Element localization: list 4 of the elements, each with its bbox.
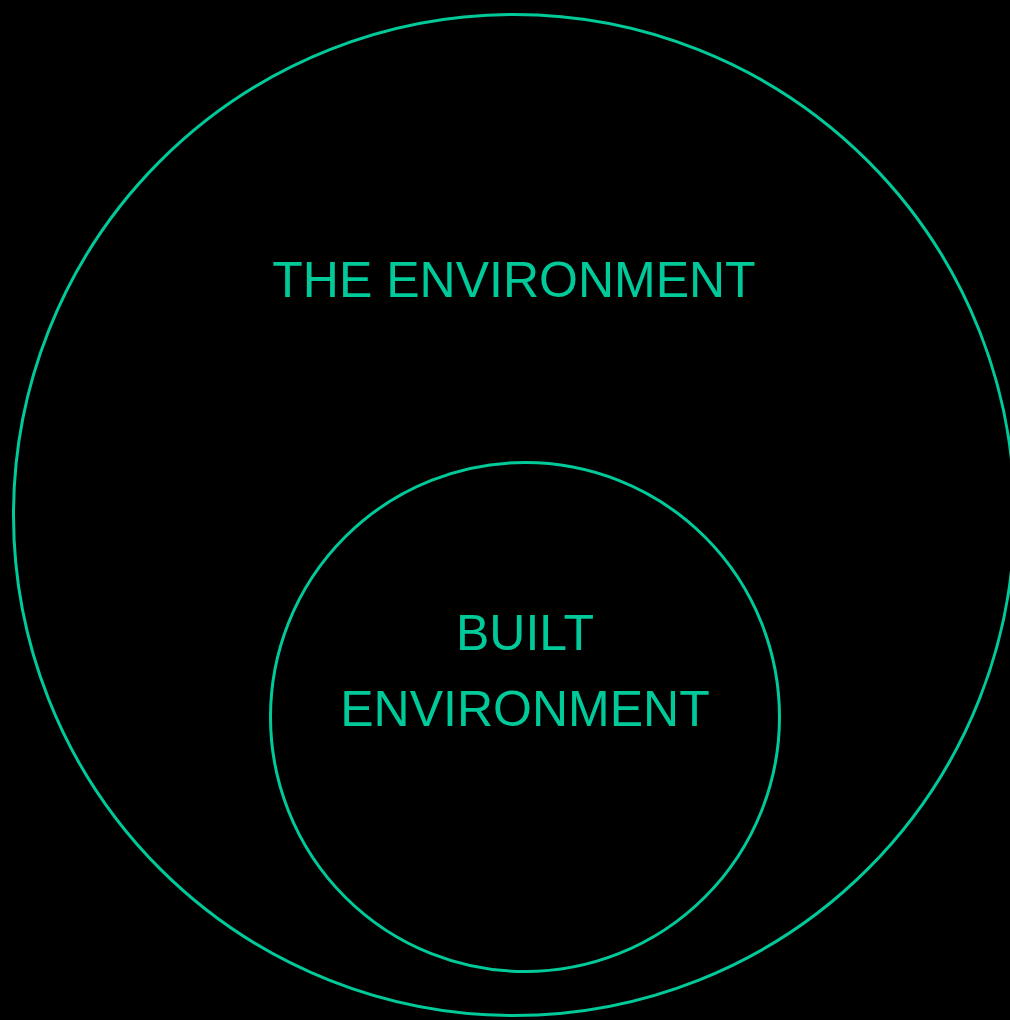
- circle-label: THE ENVIRONMENT: [272, 251, 756, 310]
- circle-label: BUILT ENVIRONMENT: [339, 604, 711, 739]
- circle: [12, 13, 1010, 1017]
- circle: [269, 461, 781, 973]
